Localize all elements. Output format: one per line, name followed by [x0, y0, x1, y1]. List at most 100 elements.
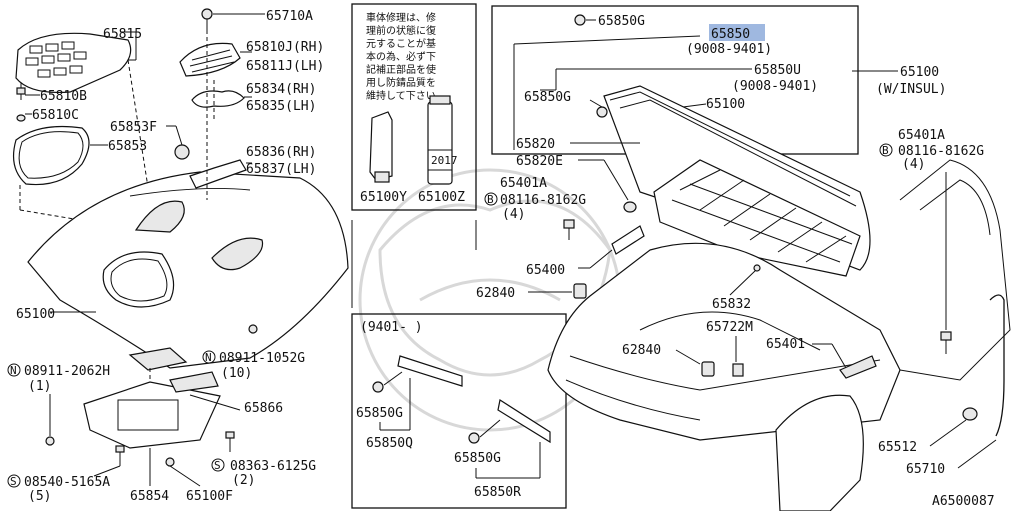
vent-grille-65810j [179, 42, 241, 77]
label-65100Z: 65100Z [418, 190, 465, 205]
circle-s-badge-left [7, 474, 21, 488]
repair-note-text: 車体修理は、修 理前の状態に復 元することが基 本の為、必ず下 記補正部品を使 … [366, 11, 446, 102]
label-08116-left: 08116-8162G [500, 193, 586, 208]
label-65850-highlighted[interactable]: 65850 [711, 27, 750, 42]
bolt-08116-left [563, 219, 575, 240]
qty-08540: (5) [28, 489, 51, 504]
circle-n-badge-right [202, 350, 216, 364]
label-65837: 65837(LH) [246, 162, 316, 177]
nut-08911-1052g [248, 324, 258, 334]
label-65853: 65853 [108, 139, 147, 154]
bumper-62840-b [701, 361, 715, 377]
label-65100-right: 65100 [900, 65, 939, 80]
clip-inset-1 [372, 381, 384, 393]
label-65810C: 65810C [32, 108, 79, 123]
can-label: 2017 [431, 154, 458, 167]
highlight-65850[interactable] [709, 24, 765, 41]
label-65866: 65866 [244, 401, 283, 416]
prop-rod-65710 [989, 294, 1005, 437]
label-65850U: 65850U [754, 63, 801, 78]
label-65850R: 65850R [474, 485, 521, 500]
inset-box-9401 [351, 313, 567, 509]
strip-65850q [397, 355, 463, 387]
label-65853F: 65853F [110, 120, 157, 135]
seal-65834 [191, 90, 245, 108]
label-65850G-inset2: 65850G [454, 451, 501, 466]
circle-n-badge-left [7, 363, 21, 377]
label-08540: 08540-5165A [24, 475, 110, 490]
label-65401A-right: 65401A [898, 128, 945, 143]
screw-08540 [115, 445, 125, 466]
note-line-4: 本の為、必ず下 [366, 50, 436, 63]
circle-s-letter-right: S [214, 459, 221, 472]
bracket-65836 [189, 159, 247, 189]
label-62840-b: 62840 [622, 343, 661, 358]
label-08911-1052G: 08911-1052G [219, 351, 305, 366]
circle-b-letter-left: B [487, 193, 494, 206]
label-65811J: 65811J(LH) [246, 59, 324, 74]
circle-n-letter-right: N [205, 351, 212, 364]
label-62840-a: 62840 [476, 286, 515, 301]
label-65854: 65854 [130, 489, 169, 504]
label-65820: 65820 [516, 137, 555, 152]
clip-inset-2 [468, 432, 480, 444]
circle-s-letter-left: S [10, 475, 17, 488]
grommet-65853f [174, 144, 190, 160]
label-08116-right: 08116-8162G [898, 144, 984, 159]
label-65820E: 65820E [516, 154, 563, 169]
label-65832: 65832 [712, 297, 751, 312]
label-65850G-mid: 65850G [524, 90, 571, 105]
label-65100-left: 65100 [16, 307, 55, 322]
label-65850Q: 65850Q [366, 436, 413, 451]
insulator-65854 [83, 347, 221, 449]
bolt-08116-right [940, 331, 952, 354]
label-65710A: 65710A [266, 9, 313, 24]
latch-65722m [732, 363, 744, 377]
circle-b-letter-right: B [882, 144, 889, 157]
repair-note-box [351, 3, 477, 211]
clip-65100f [165, 457, 175, 467]
clip-65850g-top [574, 14, 586, 26]
label-65401A-left: 65401A [500, 176, 547, 191]
label-65836: 65836(RH) [246, 145, 316, 160]
sealant-tube-65100y [369, 111, 393, 183]
open-hood-right [603, 85, 871, 277]
label-08363: 08363-6125G [230, 459, 316, 474]
label-65100-insul: (W/INSUL) [876, 82, 946, 97]
circle-s-badge-right [211, 458, 225, 472]
qty-08911-1052G: (10) [221, 366, 252, 381]
qty-08116-left: (4) [502, 207, 525, 222]
label-65512: 65512 [878, 440, 917, 455]
label-65850G-inset1: 65850G [356, 406, 403, 421]
note-line-2: 理前の状態に復 [366, 24, 436, 37]
label-65835: 65835(LH) [246, 99, 316, 114]
note-line-1: 車体修理は、修 [366, 11, 436, 24]
bolt-08363 [225, 431, 235, 452]
label-65810B: 65810B [40, 89, 87, 104]
clip-65810b [16, 83, 26, 100]
label-65722M: 65722M [706, 320, 753, 335]
washer-65810c [16, 114, 26, 122]
clip-65850g-mid [596, 106, 608, 118]
stay-65820e [623, 201, 637, 213]
label-65100-mid: 65100 [706, 97, 745, 112]
circle-b-badge-left [484, 192, 498, 206]
circle-b-badge-right [879, 143, 893, 157]
label-08911-2062H: 08911-2062H [24, 364, 110, 379]
label-65100F: 65100F [186, 489, 233, 504]
qty-08116-right: (4) [902, 157, 925, 172]
screw-65710a [201, 8, 213, 30]
note-line-3: 元することが基 [366, 37, 436, 50]
inset-range-label: (9401- ) [360, 320, 423, 335]
spray-can-65100z: 2017 [427, 95, 458, 185]
label-65401: 65401 [766, 337, 805, 352]
diagram-id: A6500087 [932, 494, 995, 509]
bumper-62840-a [573, 283, 587, 299]
qty-08911-2062H: (1) [28, 379, 51, 394]
hood-panel-left [27, 171, 349, 369]
circle-n-letter-left: N [10, 364, 17, 377]
label-65850G-top: 65850G [598, 14, 645, 29]
clip-65832 [753, 264, 761, 272]
